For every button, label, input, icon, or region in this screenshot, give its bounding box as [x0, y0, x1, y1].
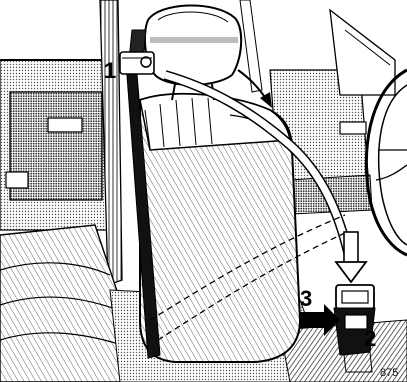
- window-frame: [330, 10, 395, 95]
- callout-label-1: 1: [104, 58, 116, 83]
- steering-wheel: [366, 70, 407, 255]
- upper-belt-anchor: [120, 52, 154, 74]
- rear-bench-seat: [0, 225, 125, 382]
- figure-number: 875: [380, 367, 398, 379]
- door-handle-icon: [48, 118, 82, 132]
- rear-door-panel: [0, 60, 112, 230]
- callout-label-3: 3: [300, 286, 312, 311]
- callout-label-2: 2: [364, 326, 376, 351]
